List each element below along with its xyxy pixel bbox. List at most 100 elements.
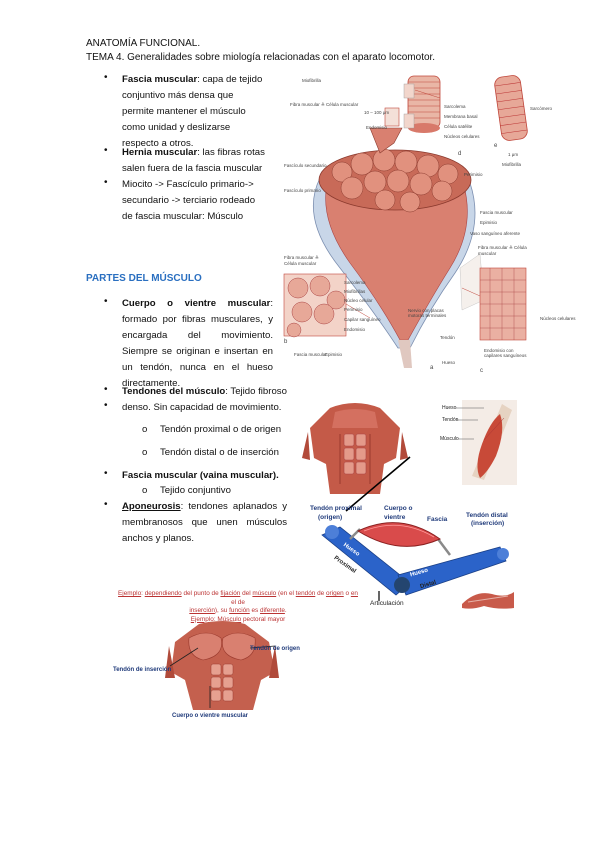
label: Fibra muscular ≙ Célula muscular xyxy=(478,245,527,256)
label: Endomisio xyxy=(366,125,388,130)
label: Miofibrillas xyxy=(344,289,366,294)
label: Fascículo primario xyxy=(284,188,321,193)
pointer-arrow xyxy=(345,456,411,512)
text: del xyxy=(240,590,253,597)
label: Endomisio con capilares sanguíneos xyxy=(484,348,527,358)
sub-marker: o xyxy=(142,485,148,496)
label: Tendón xyxy=(440,335,455,340)
label: Hueso xyxy=(442,360,456,365)
label: Sarcolema xyxy=(344,280,366,285)
bullet-marker: • xyxy=(104,177,108,188)
text: dependiendo xyxy=(144,590,182,597)
text: : xyxy=(270,298,273,309)
bullet-cuerpo: Cuerpo o vientre muscular: formado por f… xyxy=(122,296,273,392)
label: Fibra muscular ≙ Célula muscular xyxy=(290,102,359,107)
fascia-sub-item: Tejido conjuntivo xyxy=(160,485,231,496)
label: Sarcómero xyxy=(530,106,553,111)
label-tendon-distal: Tendón distal xyxy=(466,512,508,519)
text: es xyxy=(249,607,261,614)
text: : xyxy=(141,590,145,597)
tendon-proximal-item: Tendón proximal o de origen xyxy=(160,424,282,435)
bullet-marker: • xyxy=(104,400,108,411)
fascia-item: Fascia muscular (vaina muscular). xyxy=(122,470,279,481)
sarcomere-detail xyxy=(494,75,528,141)
text: inserción xyxy=(189,607,215,614)
bullet-fascia: Fascia muscular: capa de tejido conjunti… xyxy=(122,72,282,152)
sub-marker: o xyxy=(142,424,148,435)
label: Capilar sanguíneo xyxy=(344,317,381,322)
text: como unidad y deslizarse xyxy=(122,122,231,133)
label: 1 μm xyxy=(508,152,519,157)
text: . xyxy=(284,607,287,614)
text: tendón xyxy=(295,590,316,597)
text: músculo xyxy=(252,590,277,597)
label: Fibra muscular ≙ Célula muscular xyxy=(284,255,319,266)
label: Núcleos celulares xyxy=(540,316,576,321)
bullet-marker: • xyxy=(104,72,108,83)
label-vientre: vientre xyxy=(384,514,406,521)
label: Epimisio xyxy=(325,352,343,357)
label-tendon-insercion: Tendón de inserción xyxy=(113,667,172,673)
label-articulacion: Articulación xyxy=(370,600,404,607)
label: Miofibrilla xyxy=(302,78,322,83)
bullet-tendones: Tendones del músculo: Tejido fibroso xyxy=(122,384,302,400)
bullet-aponeurosis: Aponeurosis: tendones aplanados y membra… xyxy=(122,499,287,547)
text: : las fibras rotas xyxy=(197,147,265,158)
label-tendon-origen: Tendón de origen xyxy=(250,646,300,652)
text: encargada del movimiento. xyxy=(122,330,273,341)
text: origen xyxy=(325,590,344,597)
muscle-structure-diagram xyxy=(280,68,530,371)
label: Sarcolema xyxy=(444,104,466,109)
arm-label-musculo: Músculo xyxy=(440,436,459,442)
text: Ejemplo xyxy=(118,590,142,597)
text: : tendones aplanados y xyxy=(180,501,287,512)
term: Cuerpo o vientre muscular xyxy=(122,298,271,309)
text: Siempre se originan e insertan en xyxy=(122,346,273,357)
arm-label-hueso: Hueso xyxy=(442,405,457,411)
label: Fascia muscular xyxy=(480,210,513,215)
label: Nervio con placas motoras terminales xyxy=(408,308,447,318)
text: Ejemplo xyxy=(190,615,214,623)
bullet-marker: • xyxy=(104,296,108,307)
text: del punto de xyxy=(181,590,221,597)
label-fascia: Fascia xyxy=(427,516,448,523)
bullet-marker: • xyxy=(104,468,108,479)
muscle-schematic xyxy=(321,522,509,601)
myofibril-bundle xyxy=(403,75,441,133)
text: el de xyxy=(231,598,245,606)
fiber-detail-c xyxy=(479,267,527,341)
label-origen: (origen) xyxy=(318,514,343,521)
document-subtitle: TEMA 4. Generalidades sobre miología rel… xyxy=(86,52,436,63)
document-title: ANATOMÍA FUNCIONAL. xyxy=(86,38,201,49)
term: Fascia muscular xyxy=(122,74,198,85)
arm-label-tendon: Tendón xyxy=(442,417,459,423)
small-muscle-image xyxy=(462,592,514,609)
sub-marker: o xyxy=(142,447,148,458)
label: c xyxy=(480,368,483,374)
text: (en el xyxy=(276,590,296,597)
bullet-miocito: Miocito -> Fascículo primario-> secundar… xyxy=(122,177,282,225)
bullet-marker: • xyxy=(104,145,108,156)
section-title: PARTES DEL MÚSCULO xyxy=(86,273,202,284)
example-paragraph: Ejemplo: dependiendo del punto de fijaci… xyxy=(116,590,360,624)
label: 10 – 100 μm xyxy=(364,110,390,115)
text: membranosos que unen músculos xyxy=(122,517,287,528)
label: Perimisio xyxy=(464,172,483,177)
text: pectoral mayor xyxy=(241,615,286,623)
label: Fascia muscular xyxy=(294,352,327,357)
label-cuerpo: Cuerpo o xyxy=(384,505,413,512)
text: : capa de tejido xyxy=(197,74,263,85)
text: conjuntivo más densa que xyxy=(122,90,234,101)
label: Miofibrilla xyxy=(502,162,522,167)
label: Perimisio xyxy=(344,307,363,312)
bullet-marker: • xyxy=(104,499,108,510)
label: Núcleo celular xyxy=(344,298,373,303)
text: un tendón, nunca en el hueso xyxy=(122,362,273,373)
text: diferente xyxy=(260,607,285,614)
label: Núcleos celulares xyxy=(444,134,480,139)
text: Músculo xyxy=(217,615,242,623)
text: formado por fibras musculares, y xyxy=(122,314,273,325)
text: permite mantener el músculo xyxy=(122,106,246,117)
text: Miocito -> Fascículo primario-> xyxy=(122,179,254,190)
pectoral-leader-lines xyxy=(169,645,276,708)
